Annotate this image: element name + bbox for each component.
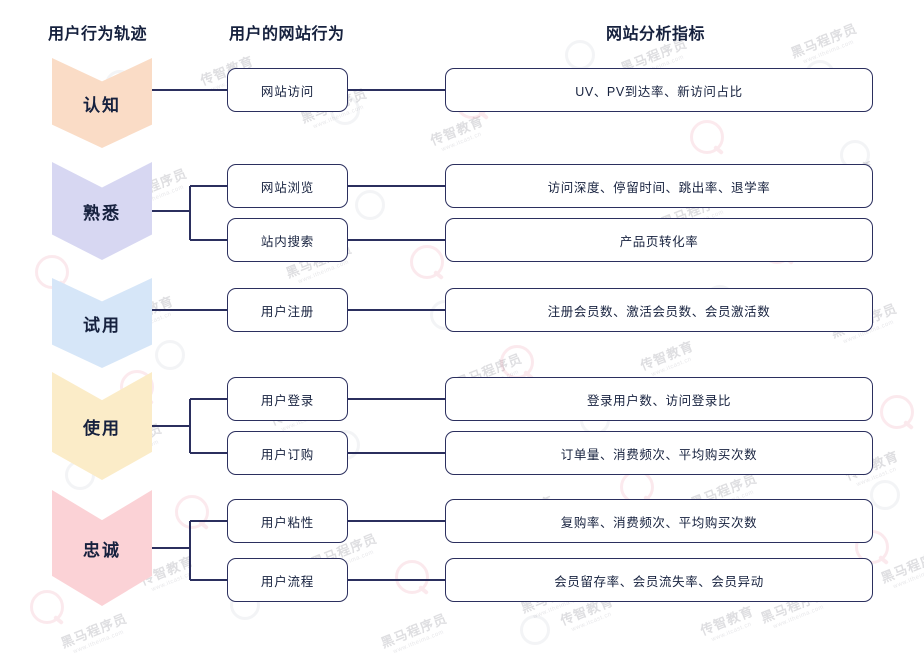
behavior-box-stage-usage-1[interactable]: 用户订购 <box>227 431 348 475</box>
connector-spine-to-behavior <box>190 185 227 187</box>
metric-box-stage-usage-0[interactable]: 登录用户数、访问登录比 <box>445 377 873 421</box>
connector-stage-to-behavior <box>152 89 227 91</box>
stage-chevron-stage-loyalty[interactable]: 忠诚 <box>52 490 152 606</box>
connector-spine <box>189 521 191 580</box>
connector-behavior-to-metric <box>348 398 445 400</box>
connector-spine <box>189 186 191 240</box>
behavior-box-stage-trial-0[interactable]: 用户注册 <box>227 288 348 332</box>
behavior-box-stage-familiarity-0[interactable]: 网站浏览 <box>227 164 348 208</box>
stage-label: 忠诚 <box>83 540 121 560</box>
connector-behavior-to-metric <box>348 309 445 311</box>
stage-label: 熟悉 <box>83 203 121 223</box>
stage-label: 试用 <box>83 315 121 335</box>
connector-stage-to-spine <box>152 425 190 427</box>
connector-stage-to-spine <box>152 210 190 212</box>
stage-row-熟悉: 熟悉 网站浏览 访问深度、停留时间、跳出率、退学率站内搜索 产品页转化率 <box>52 162 873 262</box>
connector-behavior-to-metric <box>348 579 445 581</box>
stage-row-忠诚: 忠诚 用户粘性 复购率、消费频次、平均购买次数用户流程 会员留存率、会员流失率、会员异… <box>52 490 873 606</box>
header-analytics-metric: 网站分析指标 <box>606 26 706 43</box>
metric-box-stage-trial-0[interactable]: 注册会员数、激活会员数、会员激活数 <box>445 288 873 332</box>
diagram-canvas: 认知 网站访问 UV、PV到达率、新访问占比熟悉 网站浏览 访问深度、停留时间、跳出率、… <box>52 58 873 606</box>
header-site-behavior: 用户的网站行为 <box>229 26 345 43</box>
metric-box-stage-usage-1[interactable]: 订单量、消费频次、平均购买次数 <box>445 431 873 475</box>
metric-box-stage-cognition-0[interactable]: UV、PV到达率、新访问占比 <box>445 68 873 112</box>
metric-box-stage-familiarity-1[interactable]: 产品页转化率 <box>445 218 873 262</box>
stage-row-使用: 使用 用户登录 登录用户数、访问登录比用户订购 订单量、消费频次、平均购买次数 <box>52 372 873 480</box>
connector-spine-to-behavior <box>190 239 227 241</box>
connector-stage-to-behavior <box>152 309 227 311</box>
stage-row-试用: 试用 用户注册 注册会员数、激活会员数、会员激活数 <box>52 278 873 368</box>
behavior-box-stage-loyalty-0[interactable]: 用户粘性 <box>227 499 348 543</box>
connector-behavior-to-metric <box>348 185 445 187</box>
connector-behavior-to-metric <box>348 520 445 522</box>
connector-spine-to-behavior <box>190 452 227 454</box>
connector-behavior-to-metric <box>348 452 445 454</box>
connector-spine-to-behavior <box>190 579 227 581</box>
behavior-box-stage-usage-0[interactable]: 用户登录 <box>227 377 348 421</box>
behavior-box-stage-cognition-0[interactable]: 网站访问 <box>227 68 348 112</box>
connector-behavior-to-metric <box>348 239 445 241</box>
header-user-journey: 用户行为轨迹 <box>48 26 148 43</box>
stage-row-认知: 认知 网站访问 UV、PV到达率、新访问占比 <box>52 58 873 148</box>
connector-spine <box>189 399 191 453</box>
stage-label: 使用 <box>83 418 121 438</box>
metric-box-stage-loyalty-0[interactable]: 复购率、消费频次、平均购买次数 <box>445 499 873 543</box>
behavior-box-stage-loyalty-1[interactable]: 用户流程 <box>227 558 348 602</box>
connector-spine-to-behavior <box>190 398 227 400</box>
connector-stage-to-spine <box>152 547 190 549</box>
behavior-box-stage-familiarity-1[interactable]: 站内搜索 <box>227 218 348 262</box>
connector-behavior-to-metric <box>348 89 445 91</box>
metric-box-stage-familiarity-0[interactable]: 访问深度、停留时间、跳出率、退学率 <box>445 164 873 208</box>
stage-label: 认知 <box>83 95 121 115</box>
column-headers: 用户行为轨迹 用户的网站行为 网站分析指标 <box>0 0 924 52</box>
connector-spine-to-behavior <box>190 520 227 522</box>
metric-box-stage-loyalty-1[interactable]: 会员留存率、会员流失率、会员异动 <box>445 558 873 602</box>
